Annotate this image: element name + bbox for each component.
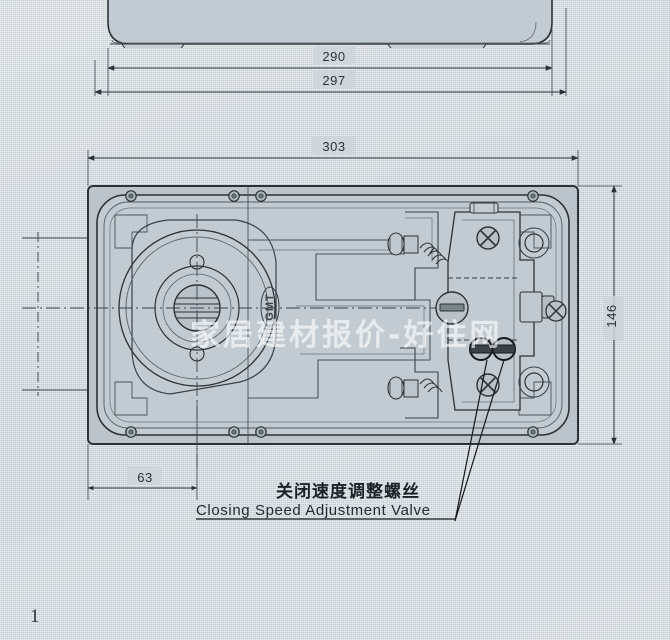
left-dimension-marks [22, 232, 88, 396]
screw-hole [228, 426, 240, 438]
boss-hole-bottom [518, 366, 550, 398]
valve-screw-2 [492, 337, 516, 361]
mounting-screws [125, 190, 539, 438]
corner-bracket-bl [114, 381, 148, 416]
callout-closing-speed-valve: 关闭速度调整螺丝 Closing Speed Adjustment Valve [196, 359, 505, 522]
dimension-297: 297 [94, 70, 567, 95]
cross-screw-top [476, 226, 500, 250]
screw-hole [125, 190, 137, 202]
cross-screw-right [545, 300, 567, 322]
screw-hole [255, 190, 267, 202]
page-number: 1 [30, 606, 40, 627]
plan-view: 303 [22, 136, 624, 500]
top-spring-linkage [387, 211, 451, 301]
screw-hole [527, 190, 539, 202]
closing-speed-valve-screws [469, 337, 516, 361]
side-foot-left [121, 43, 185, 48]
callout-chinese-text: 关闭速度调整螺丝 [276, 481, 420, 502]
dimension-146: 146 [578, 185, 624, 445]
dimension-63: 63 [87, 400, 198, 500]
leader-line-2 [454, 359, 505, 522]
gmt-logo-text: GMT [264, 293, 276, 320]
bolt-collar-bottom [403, 379, 419, 398]
hub-boss-outline [131, 219, 277, 395]
gmt-logo: GMT [260, 286, 280, 328]
callout-english-text: Closing Speed Adjustment Valve [196, 502, 431, 519]
dimension-297-label: 297 [322, 73, 345, 88]
watermark-text: 家居建材报价-好住网 [190, 318, 502, 353]
dimension-290-label: 290 [322, 49, 345, 64]
dimension-63-label: 63 [137, 470, 152, 485]
boss-hole-top [518, 227, 550, 259]
dimension-303: 303 [87, 136, 579, 186]
screw-hole [527, 426, 539, 438]
valve-top-clip [469, 202, 499, 214]
side-foot-center [387, 43, 487, 48]
side-elevation-view: 290 297 [94, 0, 567, 96]
leader-line-1 [454, 359, 488, 522]
dimension-290: 290 [107, 46, 553, 71]
dimension-146-label: 146 [604, 304, 619, 327]
screw-hole [255, 426, 267, 438]
corner-bracket-tl [114, 214, 148, 249]
side-body-outline [107, 0, 553, 45]
center-slotted-plug [435, 291, 469, 325]
center-lines [22, 214, 560, 470]
screw-hole [125, 426, 137, 438]
bottom-spring-linkage [387, 347, 443, 419]
bolt-collar-top [403, 235, 419, 254]
plan-body: GMT [22, 185, 579, 470]
coil-spring-bottom [419, 378, 443, 393]
valve-block-outline [447, 211, 535, 411]
hydraulic-valve-block [435, 202, 567, 411]
screw-hole [228, 190, 240, 202]
dimension-303-label: 303 [322, 139, 345, 154]
